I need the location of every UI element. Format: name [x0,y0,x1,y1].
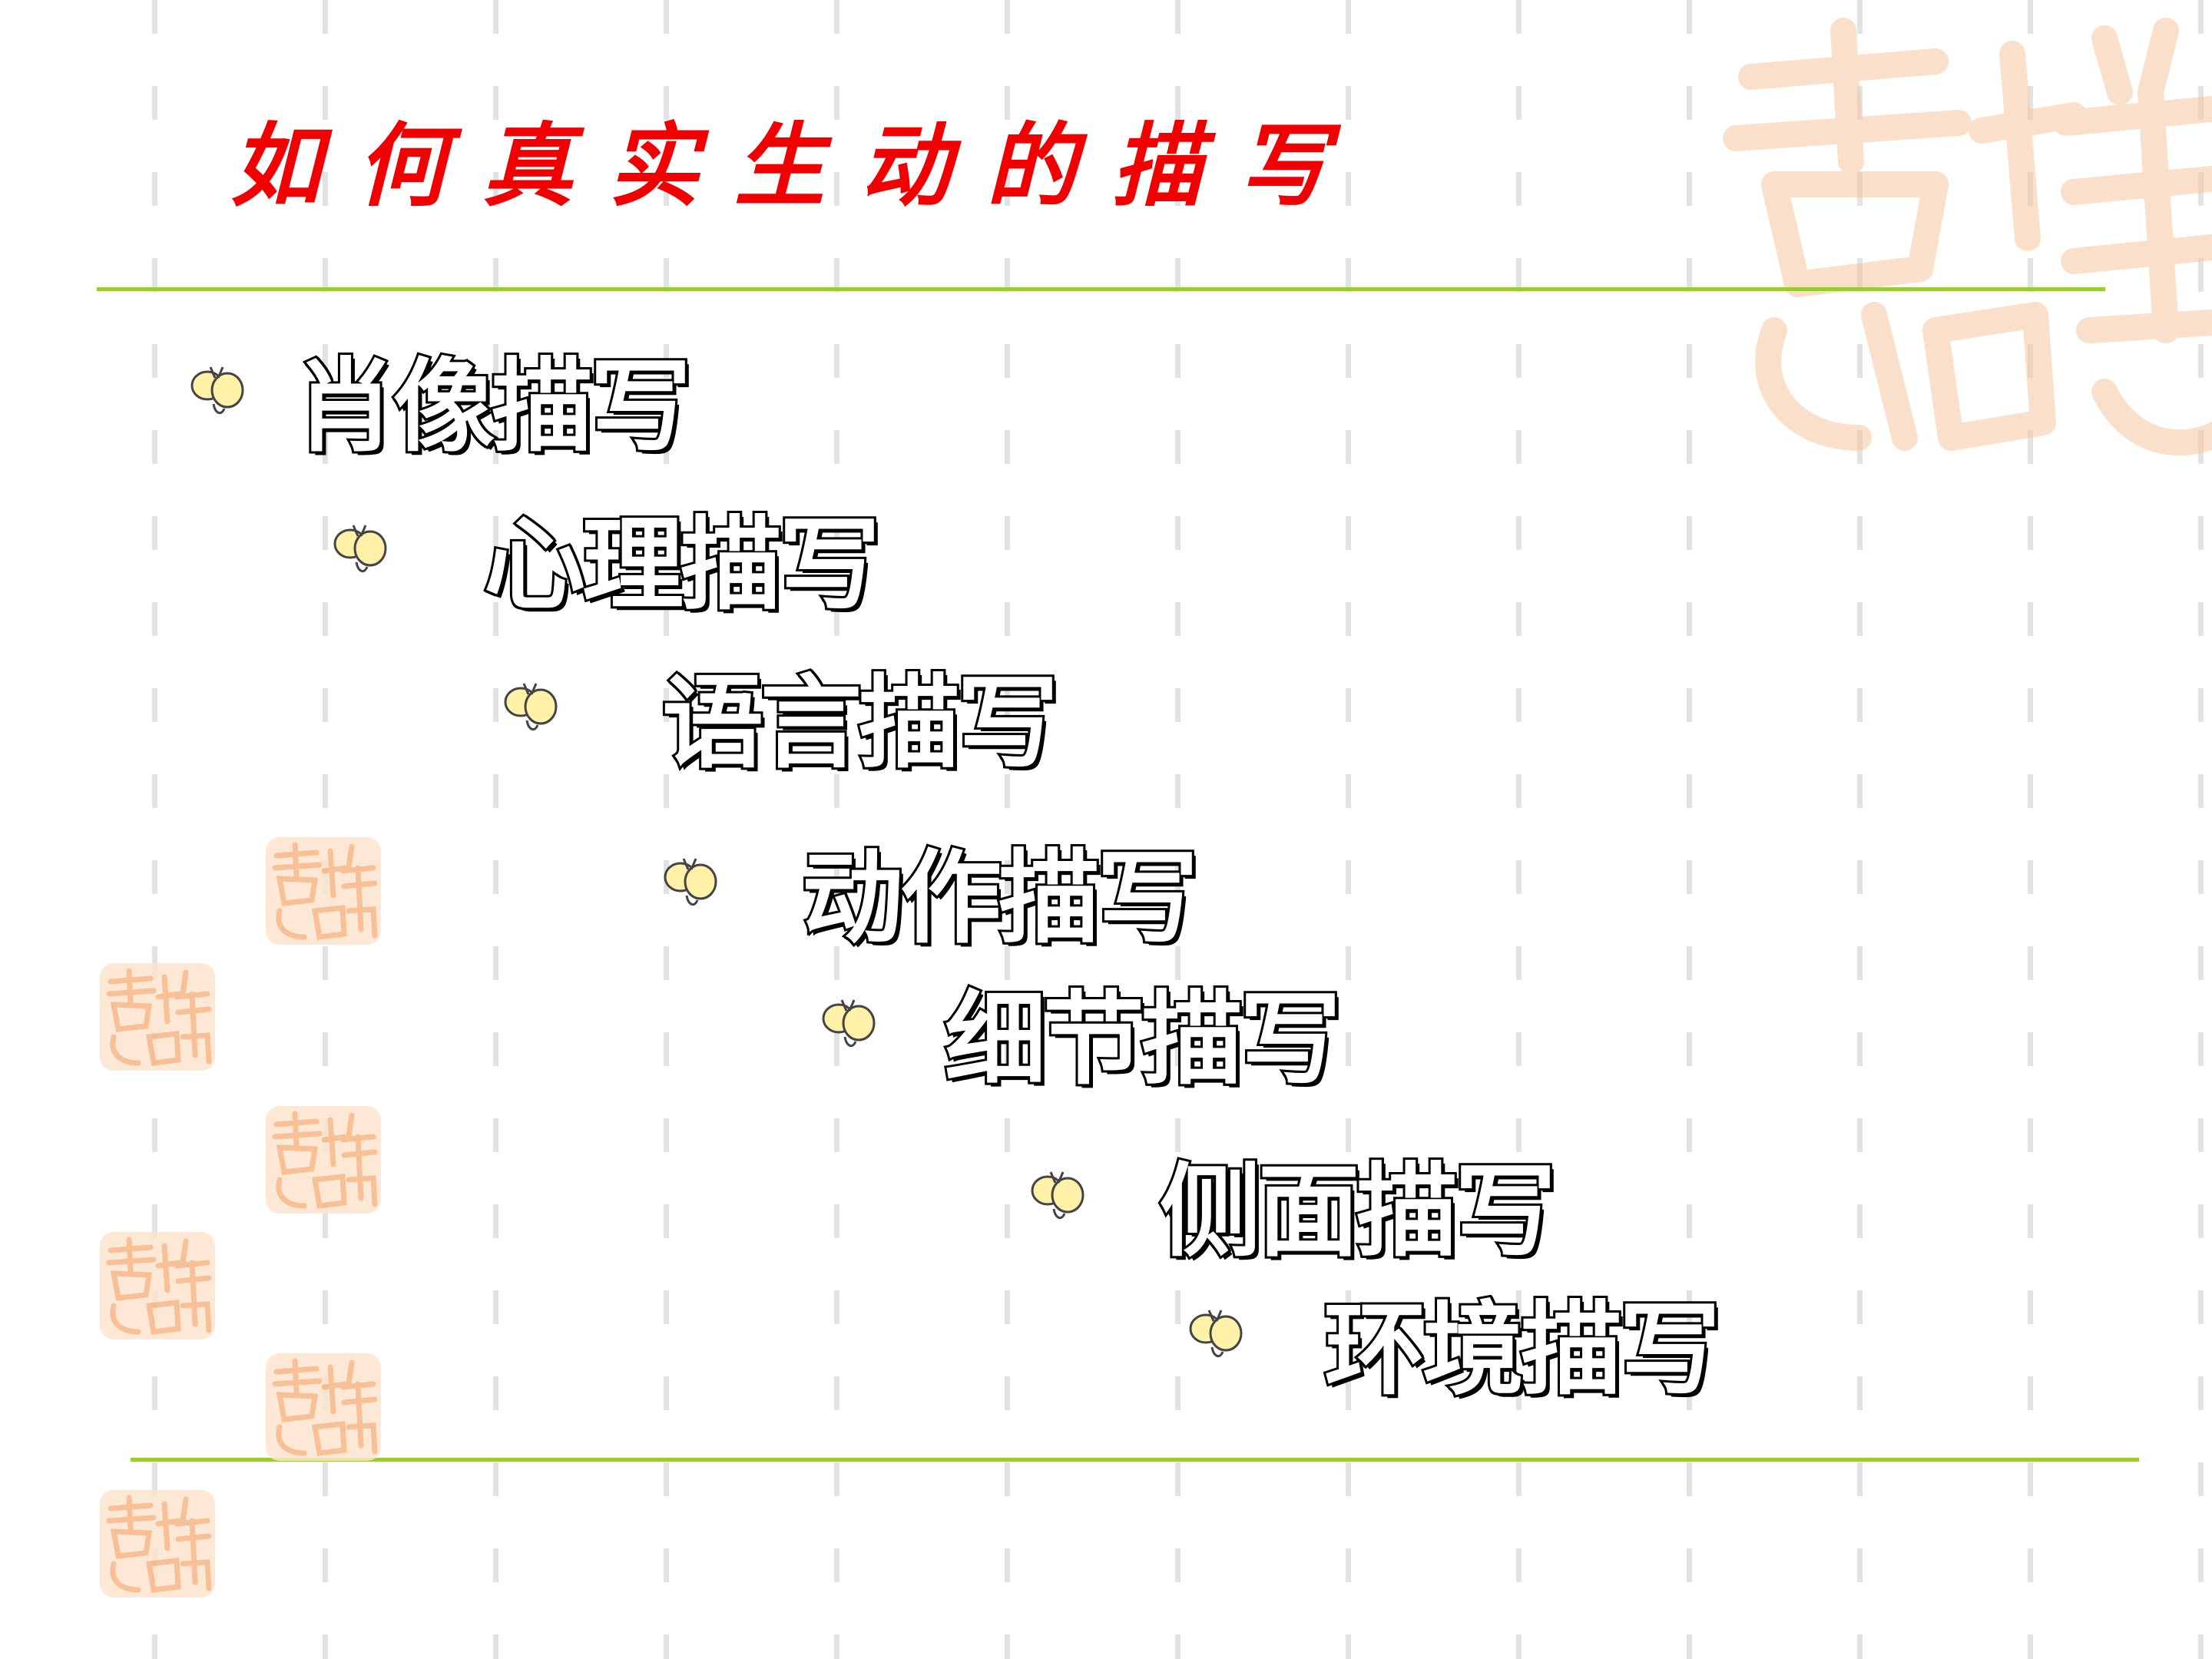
grid-line [1516,0,1522,1659]
item-label: 环境描写 [1322,1291,1723,1409]
grid-line [2198,0,2204,1659]
seal-stamp-icon [100,1490,215,1598]
grid-line [493,0,498,1659]
slide-title: 如何真实生动的描写 [230,112,1365,219]
grid-line [1687,0,1692,1659]
bottom-divider [131,1458,2139,1462]
list-item: 动作描写 [661,846,1200,952]
item-label: 心理描写 [482,506,882,624]
seal-stamp-icon [266,1353,381,1461]
top-divider [97,287,2105,291]
butterfly-icon [190,366,244,415]
list-item: 侧面描写 [1028,1159,1558,1265]
list-item: 肖像描写 [187,354,694,460]
butterfly-icon [664,858,717,906]
seal-stamp-icon [100,1232,215,1339]
item-label: 肖像描写 [293,348,694,466]
butterfly-icon [333,525,387,573]
item-label: 动作描写 [800,839,1200,958]
grid-line [2028,0,2033,1659]
butterfly-icon [1189,1310,1243,1358]
grid-line [664,0,669,1659]
list-item: 细节描写 [819,987,1343,1093]
list-item: 语言描写 [501,671,1061,777]
list-item: 环境描写 [1186,1297,1723,1403]
butterfly-icon [822,999,876,1048]
seal-stamp-icon [266,1106,381,1214]
grid-line [1346,0,1351,1659]
grid-line [1857,0,1863,1659]
list-item: 心理描写 [330,512,882,618]
grid-line [1005,0,1010,1659]
item-label: 细节描写 [942,981,1343,1099]
item-label: 侧面描写 [1157,1153,1558,1271]
grid-line [834,0,839,1659]
butterfly-icon [1031,1171,1084,1220]
grid-line [323,0,328,1659]
item-label: 语言描写 [660,664,1061,783]
butterfly-icon [504,683,558,731]
grid-line [1175,0,1181,1659]
seal-stamp-icon [266,837,381,945]
seal-stamp-icon [100,963,215,1071]
seal-stamp-icon [1723,18,2212,456]
grid-line [152,0,157,1659]
